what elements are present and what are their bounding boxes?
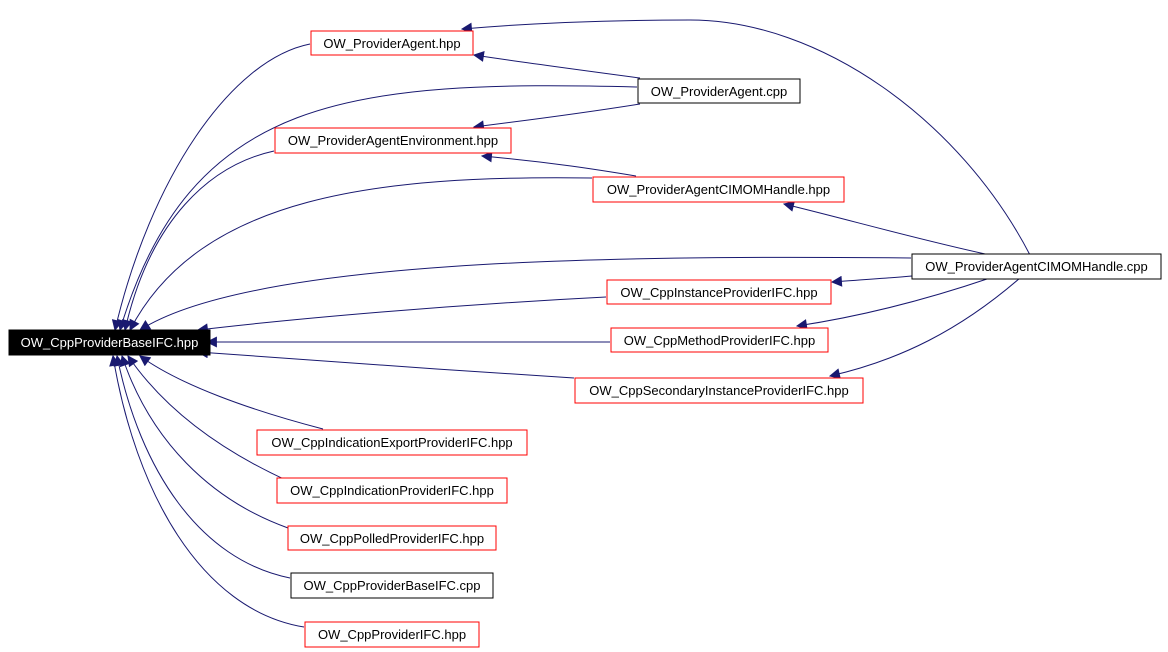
node-indication-provider-hpp-label: OW_CppIndicationProviderIFC.hpp bbox=[290, 483, 494, 498]
node-provider-agent-cimom-cpp-label: OW_ProviderAgentCIMOMHandle.cpp bbox=[925, 259, 1148, 274]
node-instance-provider-hpp[interactable]: OW_CppInstanceProviderIFC.hpp bbox=[606, 279, 832, 305]
node-provider-agent-cimom-cpp[interactable]: OW_ProviderAgentCIMOMHandle.cpp bbox=[911, 253, 1162, 280]
edge-indication-hpp-to-root bbox=[127, 355, 289, 482]
nodes: OW_CppProviderBaseIFC.hpp OW_ProviderAge… bbox=[8, 30, 1162, 648]
node-indication-provider-hpp[interactable]: OW_CppIndicationProviderIFC.hpp bbox=[276, 477, 508, 504]
edge-provider-agent-cpp-to-env-hpp bbox=[472, 103, 641, 132]
node-provider-base-cpp-label: OW_CppProviderBaseIFC.cpp bbox=[303, 578, 480, 593]
edge-cimom-hpp-to-env-hpp bbox=[480, 151, 637, 177]
node-polled-provider-hpp[interactable]: OW_CppPolledProviderIFC.hpp bbox=[287, 525, 497, 551]
edge-secondary-hpp-to-root bbox=[196, 347, 575, 379]
node-indication-export-provider-hpp[interactable]: OW_CppIndicationExportProviderIFC.hpp bbox=[256, 429, 528, 456]
edge-provider-agent-cpp-to-provider-agent-hpp bbox=[472, 51, 641, 79]
node-provider-agent-cpp-label: OW_ProviderAgent.cpp bbox=[651, 84, 788, 99]
node-provider-base-cpp[interactable]: OW_CppProviderBaseIFC.cpp bbox=[290, 572, 494, 599]
edge-cimom-cpp-to-method-hpp bbox=[795, 277, 991, 330]
node-secondary-instance-provider-hpp-label: OW_CppSecondaryInstanceProviderIFC.hpp bbox=[589, 383, 848, 398]
node-provider-agent-cpp[interactable]: OW_ProviderAgent.cpp bbox=[637, 78, 801, 104]
edge-cimom-cpp-to-root bbox=[139, 256, 912, 331]
node-provider-ifc-hpp[interactable]: OW_CppProviderIFC.hpp bbox=[304, 621, 480, 648]
node-instance-provider-hpp-label: OW_CppInstanceProviderIFC.hpp bbox=[620, 285, 817, 300]
node-polled-provider-hpp-label: OW_CppPolledProviderIFC.hpp bbox=[300, 531, 484, 546]
edge-cimom-cpp-to-cimom-hpp bbox=[782, 200, 991, 256]
node-method-provider-hpp-label: OW_CppMethodProviderIFC.hpp bbox=[624, 333, 815, 348]
edge-provider-ifc-hpp-to-root bbox=[109, 354, 305, 628]
edges bbox=[109, 19, 1031, 628]
node-indication-export-provider-hpp-label: OW_CppIndicationExportProviderIFC.hpp bbox=[271, 435, 512, 450]
node-provider-agent-hpp-label: OW_ProviderAgent.hpp bbox=[323, 36, 460, 51]
edge-env-hpp-to-root bbox=[121, 150, 275, 332]
edge-provider-agent-cpp-to-root bbox=[117, 85, 638, 332]
node-provider-agent-env-hpp-label: OW_ProviderAgentEnvironment.hpp bbox=[288, 133, 498, 148]
node-provider-ifc-hpp-label: OW_CppProviderIFC.hpp bbox=[318, 627, 466, 642]
edge-provider-agent-hpp-to-root bbox=[111, 43, 311, 332]
edge-indication-export-hpp-to-root bbox=[139, 355, 324, 430]
edge-cimom-cpp-to-instance-hpp bbox=[830, 275, 913, 287]
node-secondary-instance-provider-hpp[interactable]: OW_CppSecondaryInstanceProviderIFC.hpp bbox=[574, 377, 864, 404]
node-method-provider-hpp[interactable]: OW_CppMethodProviderIFC.hpp bbox=[610, 327, 829, 353]
edge-cimom-hpp-to-root bbox=[129, 177, 593, 331]
node-provider-agent-cimom-hpp[interactable]: OW_ProviderAgentCIMOMHandle.hpp bbox=[592, 176, 845, 203]
node-provider-agent-cimom-hpp-label: OW_ProviderAgentCIMOMHandle.hpp bbox=[607, 182, 830, 197]
node-root[interactable]: OW_CppProviderBaseIFC.hpp bbox=[8, 329, 211, 356]
edge-polled-hpp-to-root bbox=[119, 354, 289, 529]
edge-instance-hpp-to-root bbox=[196, 296, 607, 335]
edge-cimom-cpp-to-secondary-hpp bbox=[828, 277, 1021, 380]
edge-base-cpp-to-root bbox=[113, 354, 291, 579]
node-provider-agent-env-hpp[interactable]: OW_ProviderAgentEnvironment.hpp bbox=[274, 127, 512, 154]
node-root-label: OW_CppProviderBaseIFC.hpp bbox=[21, 335, 199, 350]
edge-cimom-cpp-to-provider-agent-hpp bbox=[460, 19, 1031, 256]
node-provider-agent-hpp[interactable]: OW_ProviderAgent.hpp bbox=[310, 30, 474, 56]
